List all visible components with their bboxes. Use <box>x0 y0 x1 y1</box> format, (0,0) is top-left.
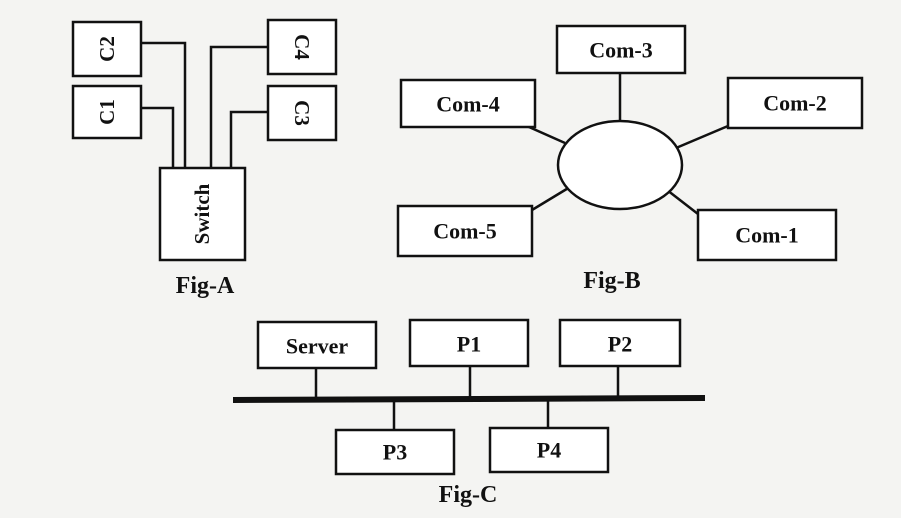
fig-c-label-p1: P1 <box>457 332 481 357</box>
fig-c: Server P1 P2 P3 P4 Fig-C <box>232 318 706 508</box>
fig-a-label-c4: C4 <box>290 34 314 60</box>
fig-b-label-com3: Com-3 <box>589 38 653 63</box>
fig-b-link-com1 <box>666 189 699 215</box>
fig-b-node-com3 <box>555 24 687 75</box>
fig-c-label-p2: P2 <box>608 332 632 357</box>
fig-c-label-p3: P3 <box>383 440 407 465</box>
fig-b-hub <box>556 119 684 211</box>
fig-b-node-com2 <box>726 76 864 130</box>
fig-c-node-server <box>256 320 378 370</box>
fig-b-node-com4 <box>399 78 537 129</box>
fig-b: Com-3 Com-4 Com-2 Com-5 Com-1 Fig-B <box>396 24 864 294</box>
fig-b-link-com2 <box>675 124 729 150</box>
fig-b-label-com1: Com-1 <box>735 223 799 248</box>
fig-a-node-c1 <box>71 84 143 140</box>
fig-a-switch <box>158 166 247 262</box>
fig-a: C2 C1 C4 C3 Switch Fig-A <box>71 18 338 299</box>
fig-a-link-c1 <box>141 106 175 168</box>
fig-c-label-server: Server <box>286 334 349 359</box>
fig-c-node-p4 <box>488 426 610 474</box>
fig-c-caption: Fig-C <box>439 482 498 508</box>
fig-b-link-com5 <box>531 185 571 212</box>
fig-c-node-p2 <box>558 318 682 368</box>
fig-b-node-com1 <box>696 208 838 262</box>
fig-a-link-c2 <box>141 41 187 168</box>
fig-a-node-c4 <box>266 18 338 76</box>
fig-b-caption: Fig-B <box>583 268 640 294</box>
fig-a-label-c1: C1 <box>95 99 119 125</box>
fig-c-label-p4: P4 <box>537 438 561 463</box>
fig-a-node-c3 <box>266 84 338 142</box>
fig-b-label-com5: Com-5 <box>433 219 497 244</box>
fig-a-node-c2 <box>71 20 143 78</box>
fig-b-node-com5 <box>396 204 534 258</box>
fig-b-label-com4: Com-4 <box>436 92 500 117</box>
fig-c-node-p3 <box>334 428 456 476</box>
fig-a-label-switch: Switch <box>190 183 214 244</box>
fig-a-caption: Fig-A <box>176 273 235 299</box>
fig-a-label-c2: C2 <box>95 36 119 62</box>
fig-a-link-c3 <box>229 110 268 168</box>
fig-c-node-p1 <box>408 318 530 368</box>
fig-a-label-c3: C3 <box>290 100 314 126</box>
fig-a-link-c4 <box>209 45 268 168</box>
fig-b-label-com2: Com-2 <box>763 91 827 116</box>
